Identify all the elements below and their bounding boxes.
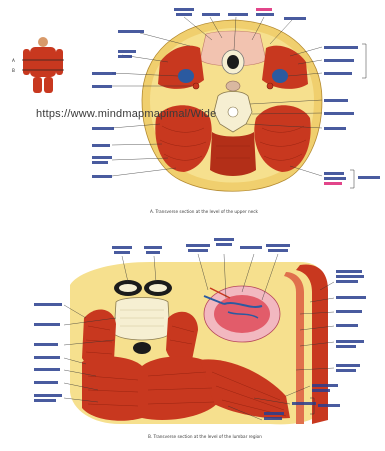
upper-neck-cross-section xyxy=(142,20,322,191)
figure-caption-lower: B. Transverse section at the level of th… xyxy=(148,434,262,439)
lower-bracket-label xyxy=(318,404,340,407)
svg-text:B: B xyxy=(12,68,15,73)
watermark-url: https://www.mindmapmapimal/Wide xyxy=(36,108,216,120)
svg-text:A: A xyxy=(12,58,15,63)
upper-bracket-label xyxy=(358,176,380,179)
lumbar-cross-section xyxy=(70,262,328,424)
upper-bracket xyxy=(350,44,366,188)
figure-caption-upper: A. Transverse section at the level of th… xyxy=(150,209,259,214)
body-thumbnail-icon: A B xyxy=(12,37,64,93)
